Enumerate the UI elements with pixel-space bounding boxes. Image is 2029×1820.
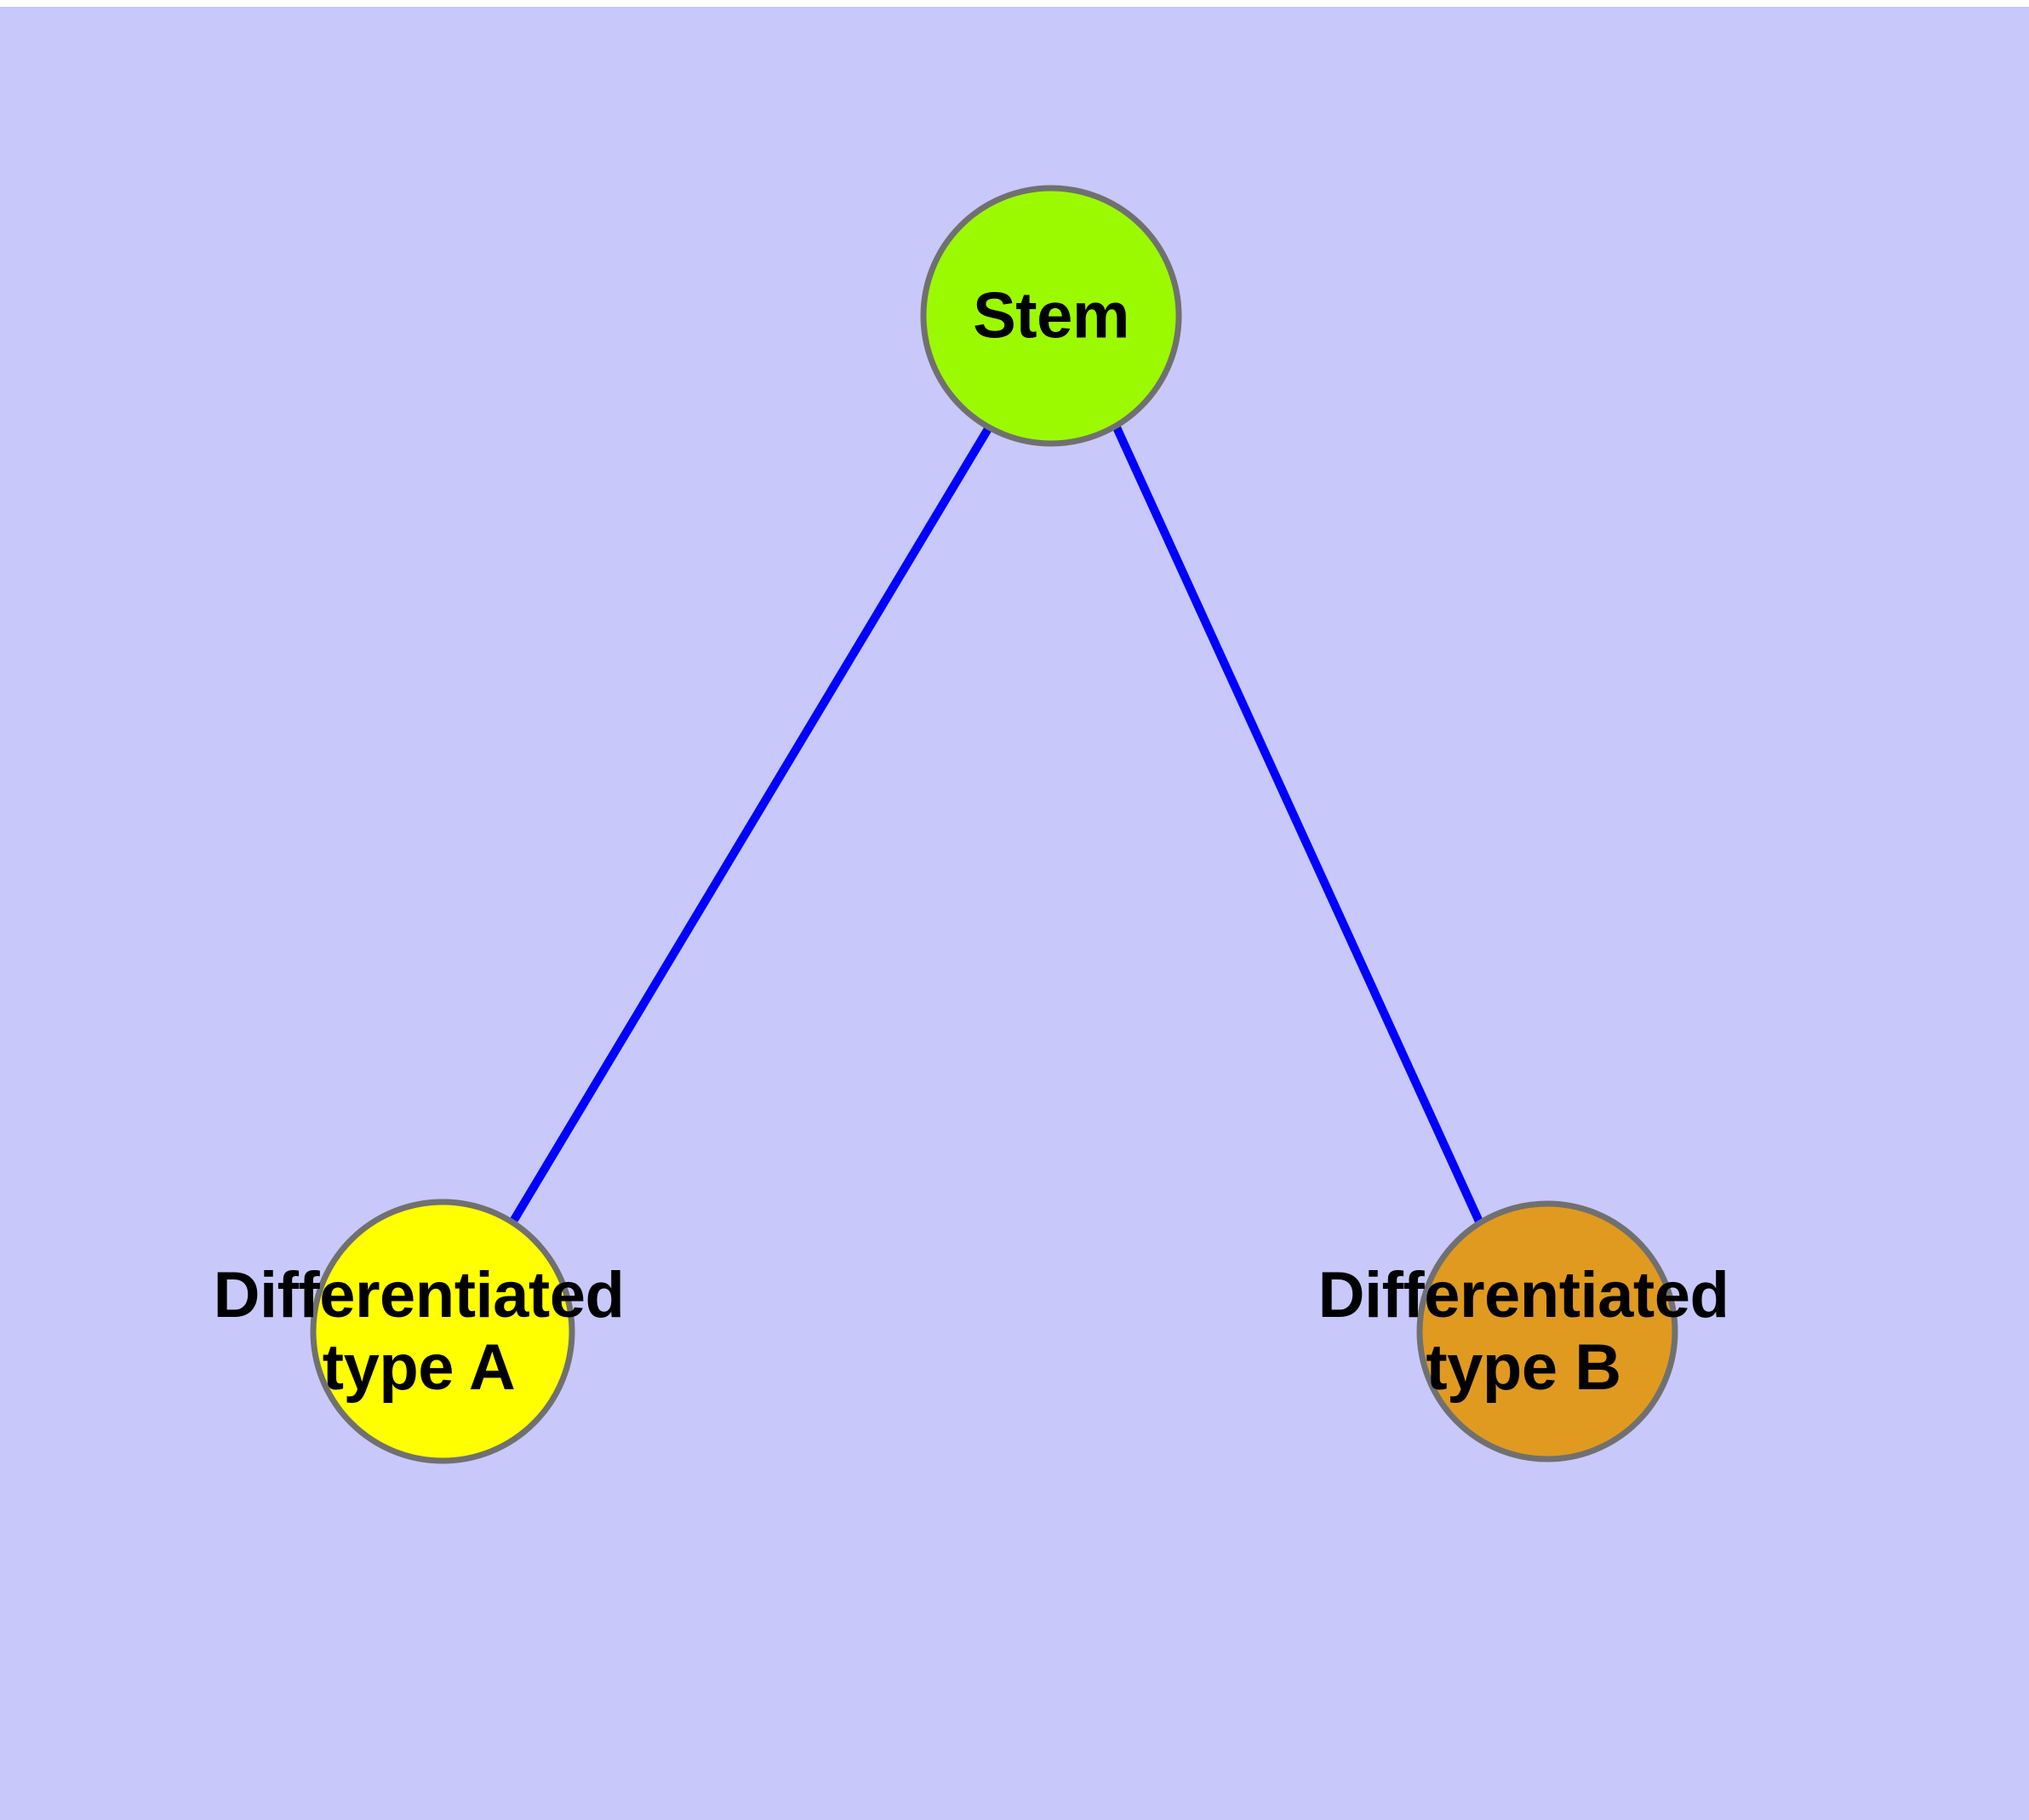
diagram-background: Stem Differentiated type A Differentiate… bbox=[0, 7, 2029, 1820]
node-differentiated-type-a[interactable] bbox=[310, 1199, 575, 1464]
edge-stem-to-differentiated-type-b bbox=[1112, 423, 1483, 1224]
edge-layer bbox=[510, 423, 1483, 1224]
node-layer bbox=[310, 185, 1678, 1464]
node-differentiated-type-b[interactable] bbox=[1416, 1200, 1678, 1462]
graph-svg bbox=[310, 185, 1678, 1464]
edge-stem-to-differentiated-type-a bbox=[510, 425, 993, 1222]
node-stem[interactable] bbox=[920, 185, 1182, 447]
